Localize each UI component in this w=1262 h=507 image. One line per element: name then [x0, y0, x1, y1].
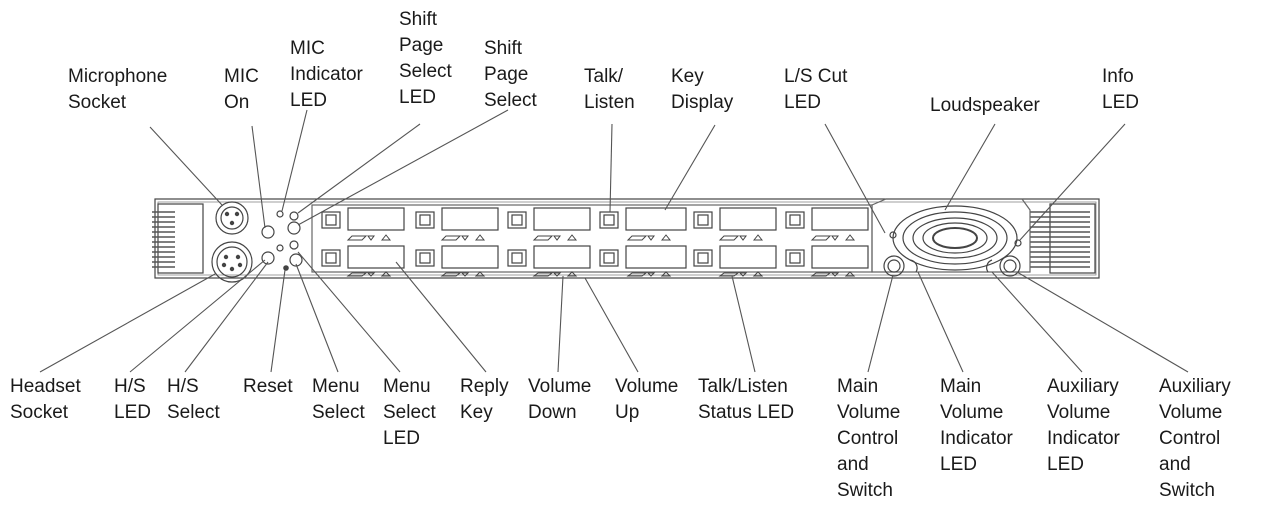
- loudspeaker-drawing: [871, 198, 1031, 273]
- aux-volume-knob-drawing: [986, 255, 1021, 277]
- leader-lines: [39, 109, 1189, 373]
- label-loudspeaker: Loudspeaker: [930, 95, 1040, 116]
- microphone-socket-drawing: [215, 201, 249, 235]
- headset-socket-drawing: [211, 241, 253, 283]
- key-row-top: [321, 207, 869, 241]
- label-talk-listen: Talk/Listen: [584, 66, 635, 113]
- right-grip: [1030, 203, 1096, 274]
- key-module-border: [311, 204, 873, 273]
- shift-menu-controls-drawing: [287, 211, 303, 267]
- key-row-bottom: [321, 245, 869, 277]
- mic-controls-drawing: [261, 210, 289, 271]
- label-reset: Reset: [243, 376, 293, 397]
- left-grip: [152, 203, 204, 274]
- panel-outline: [154, 198, 1100, 279]
- main-volume-knob-drawing: [883, 255, 918, 277]
